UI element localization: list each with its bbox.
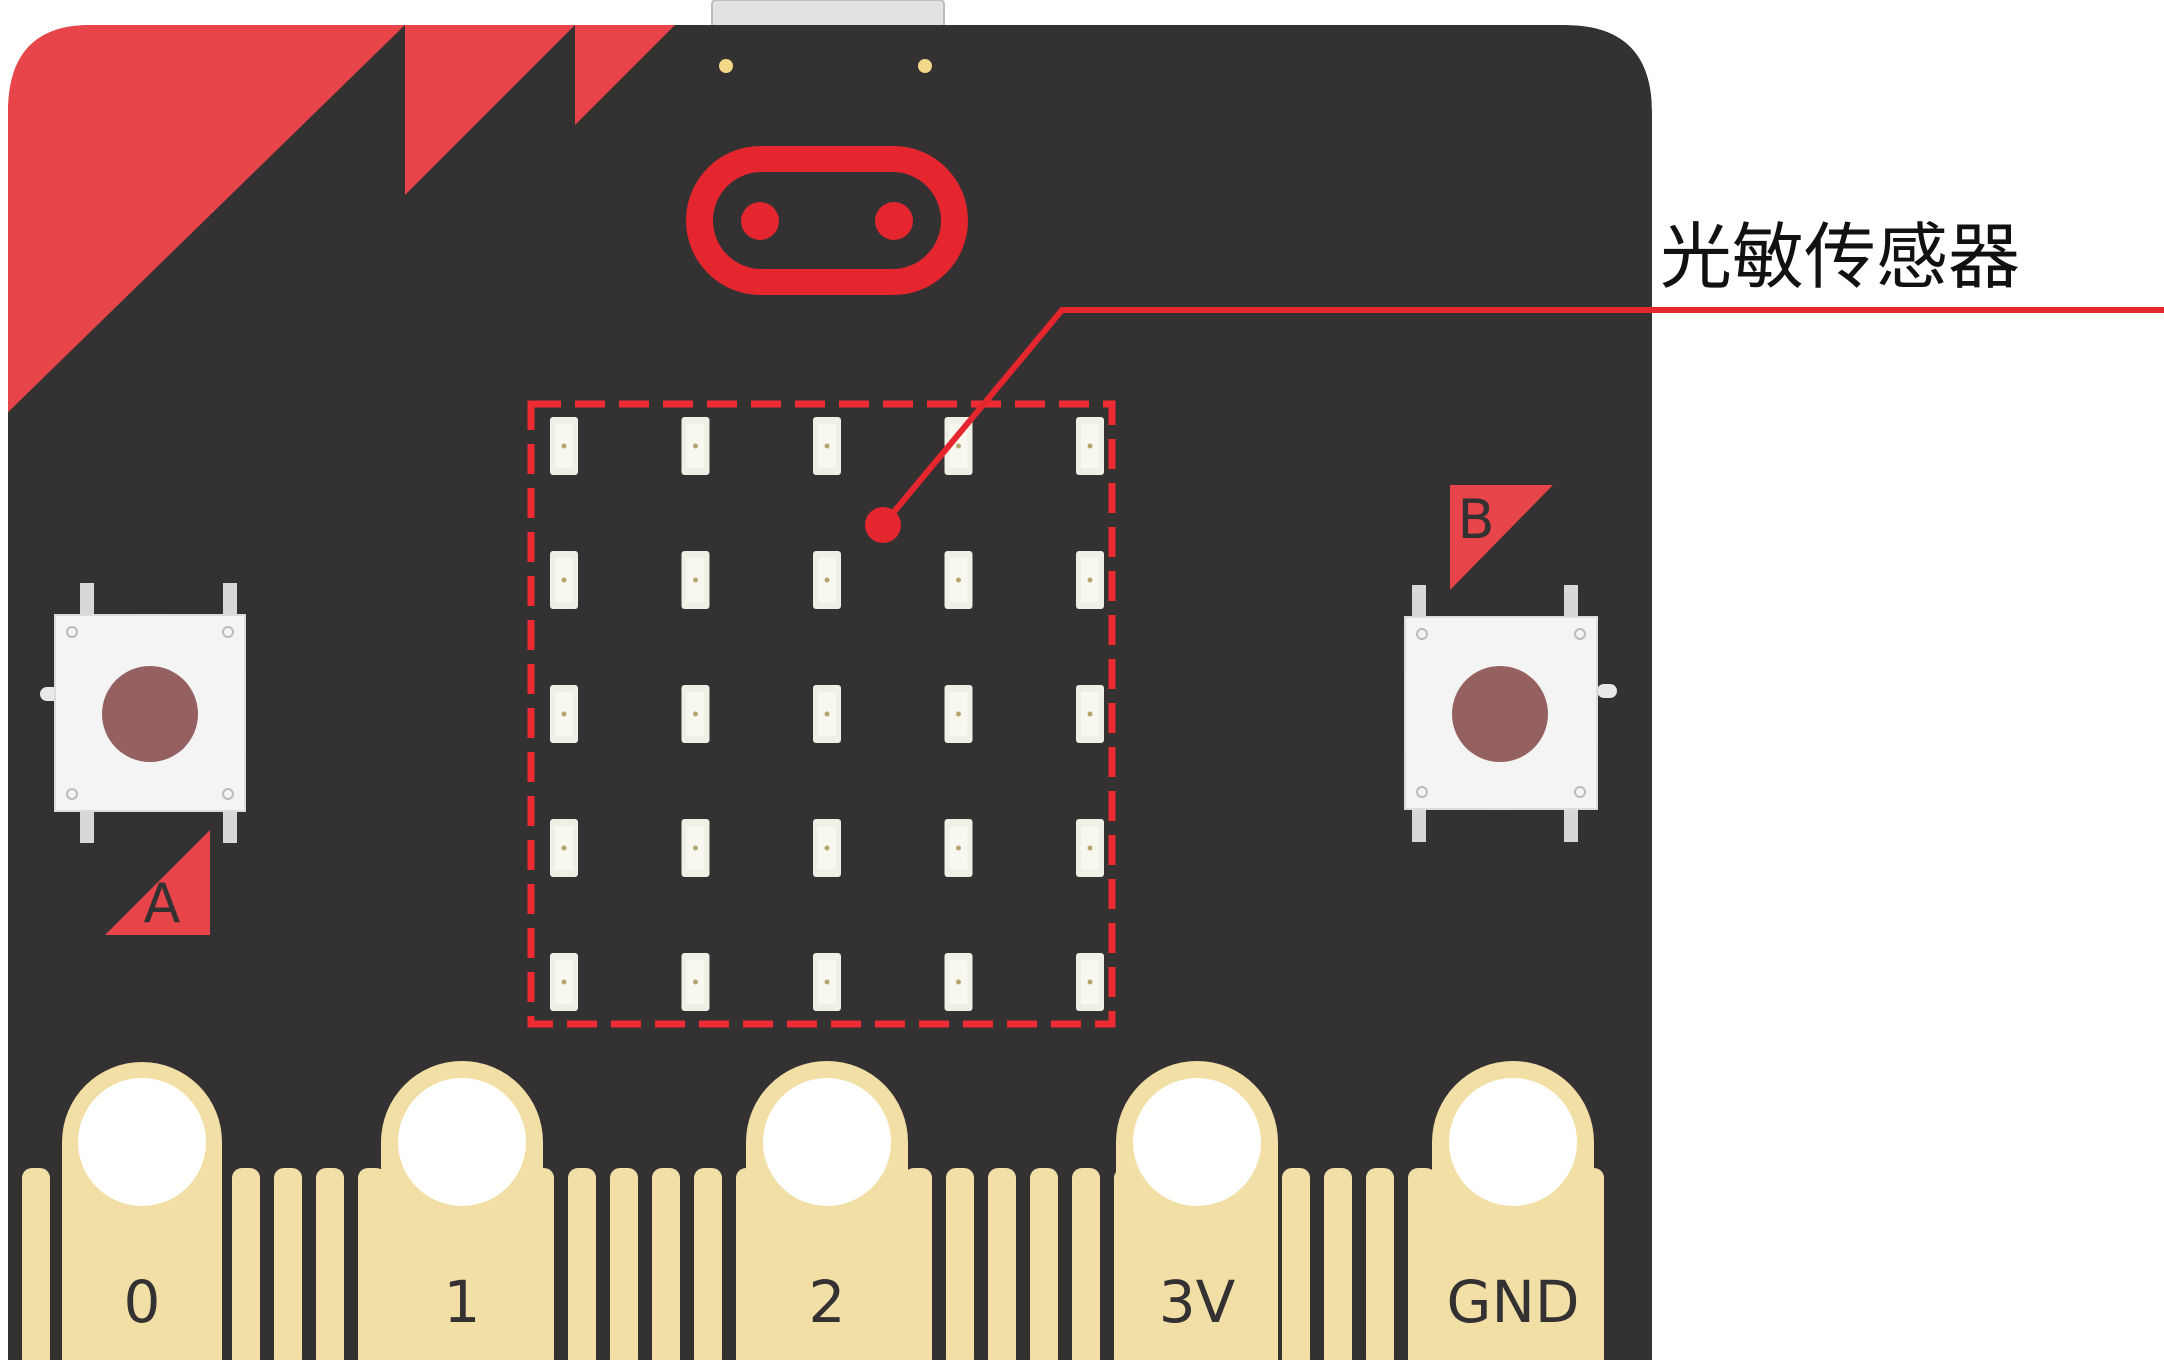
button-a-label: A: [144, 872, 181, 935]
led-icon: [1076, 953, 1104, 1011]
pin-hole-1: [398, 1078, 526, 1206]
edge-finger: [652, 1168, 680, 1360]
pin-label-3v: 3V: [1159, 1268, 1236, 1336]
button-b-cap[interactable]: [1452, 666, 1548, 762]
led-icon: [681, 551, 710, 609]
edge-finger: [358, 1168, 386, 1360]
pin-hole-0: [78, 1078, 206, 1206]
led-icon: [1076, 819, 1104, 877]
led-icon: [550, 953, 578, 1011]
led-icon: [550, 417, 578, 475]
led-icon: [944, 551, 973, 609]
led-icon: [813, 685, 841, 743]
button-b[interactable]: [1390, 585, 1617, 842]
pin-label-2: 2: [809, 1268, 846, 1336]
led-icon: [550, 819, 578, 877]
edge-finger: [694, 1168, 722, 1360]
led-icon: [550, 551, 578, 609]
status-dot-right: [918, 59, 932, 73]
button-a[interactable]: [40, 583, 260, 843]
light-sensor-highlight: [527, 400, 1116, 1028]
callout-leader: [865, 307, 2164, 543]
edge-finger: [988, 1168, 1016, 1360]
led-icon: [813, 953, 841, 1011]
led-icon: [1076, 551, 1104, 609]
led-icon: [550, 685, 578, 743]
edge-finger: [1366, 1168, 1394, 1360]
edge-finger: [1408, 1168, 1436, 1360]
led-icon: [1076, 685, 1104, 743]
edge-finger: [274, 1168, 302, 1360]
pin-hole-2: [763, 1078, 891, 1206]
button-a-marker: [105, 830, 210, 935]
edge-finger: [1324, 1168, 1352, 1360]
edge-finger: [1072, 1168, 1100, 1360]
led-matrix: [550, 417, 1104, 1011]
led-icon: [813, 551, 841, 609]
led-icon: [681, 953, 710, 1011]
button-b-label: B: [1457, 488, 1494, 551]
board-zigzag-accent-2: [575, 25, 675, 125]
pin-label-gnd: GND: [1447, 1268, 1580, 1336]
led-icon: [944, 953, 973, 1011]
board-zigzag-accent-1: [405, 25, 575, 195]
board-corner-accent: [8, 25, 405, 420]
microbit-logo-icon: [686, 146, 968, 295]
led-icon: [944, 417, 973, 475]
pin-hole-3: [1133, 1078, 1261, 1206]
led-icon: [681, 819, 710, 877]
edge-finger: [22, 1168, 50, 1360]
led-icon: [944, 819, 973, 877]
led-icon: [681, 417, 710, 475]
edge-finger: [568, 1168, 596, 1360]
led-icon: [681, 685, 710, 743]
led-icon: [813, 819, 841, 877]
led-icon: [1076, 417, 1104, 475]
pin-label-1: 1: [444, 1268, 481, 1336]
edge-finger: [946, 1168, 974, 1360]
edge-finger: [1030, 1168, 1058, 1360]
pin-pads: [62, 1061, 1594, 1360]
edge-finger: [316, 1168, 344, 1360]
pin-label-0: 0: [124, 1268, 161, 1336]
led-icon: [813, 417, 841, 475]
button-b-marker: [1450, 485, 1553, 590]
edge-finger: [232, 1168, 260, 1360]
callout-label: 光敏传感器: [1660, 215, 2020, 299]
edge-finger: [1282, 1168, 1310, 1360]
status-dot-left: [719, 59, 733, 73]
edge-finger: [904, 1168, 932, 1360]
edge-finger: [610, 1168, 638, 1360]
usb-connector-icon: [711, 0, 945, 29]
pin-hole-4: [1449, 1078, 1577, 1206]
led-icon: [944, 685, 973, 743]
button-a-cap[interactable]: [102, 666, 198, 762]
